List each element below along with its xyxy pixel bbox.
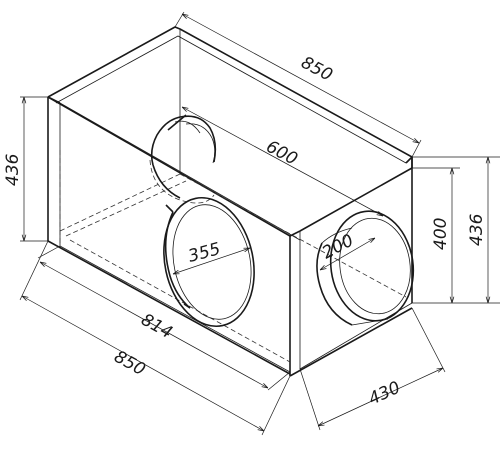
label-814: 814: [138, 310, 176, 343]
label-inner-600: 600: [263, 137, 301, 170]
label-430: 430: [366, 378, 404, 410]
dim-line-430: [318, 368, 443, 426]
label-right-400: 400: [431, 218, 451, 250]
hidden-lines: [59, 150, 407, 363]
label-200: 200: [319, 231, 357, 264]
label-left-436: 436: [3, 153, 23, 186]
dim-line-inner-600: [182, 107, 383, 216]
dim-line-bottom-850: [22, 296, 264, 431]
dim-line-top-850: [182, 14, 419, 143]
dim-line-200: [320, 238, 375, 270]
label-top-850: 850: [298, 53, 336, 86]
rear-port-tube: [150, 114, 217, 199]
small-port: [316, 210, 415, 326]
extension-lines: [19, 11, 500, 436]
label-355: 355: [186, 239, 223, 267]
dimension-lines: [22, 14, 488, 431]
label-right-436: 436: [467, 213, 487, 246]
label-bottom-850: 850: [111, 347, 149, 380]
